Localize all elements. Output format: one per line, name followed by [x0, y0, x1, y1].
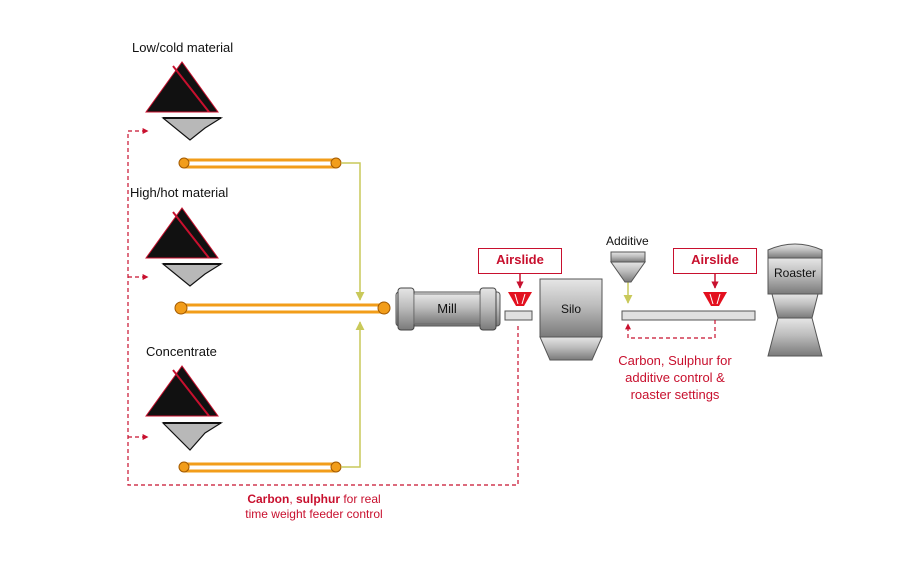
note-sulphur: sulphur	[295, 492, 340, 506]
bin-low-cold	[145, 61, 219, 113]
airslide-2-label: Airslide	[673, 248, 757, 274]
note-carbon: Carbon	[247, 492, 290, 506]
label-silo: Silo	[560, 302, 581, 316]
note-for-real: for real	[339, 492, 381, 506]
right-note-line1: Carbon, Sulphur for	[618, 353, 732, 368]
label-additive: Additive	[606, 234, 649, 248]
conveyor-low-cold	[178, 157, 342, 169]
roaster	[767, 243, 823, 357]
feeder-control-note: Carbon, sulphur for real time weight fee…	[226, 492, 402, 522]
flow-lines	[341, 162, 633, 468]
label-roaster: Roaster	[773, 266, 817, 280]
label-concentrate: Concentrate	[146, 344, 217, 359]
label-mill: Mill	[437, 301, 457, 316]
additive-control-note: Carbon, Sulphur for additive control & r…	[600, 352, 750, 403]
airslide-2-unit	[703, 272, 727, 306]
bin-concentrate	[145, 365, 219, 417]
label-low-cold: Low/cold material	[132, 40, 234, 55]
right-note-line3: roaster settings	[630, 387, 720, 402]
feeder-low-cold	[161, 117, 224, 141]
conveyor-concentrate	[178, 461, 342, 473]
airslide-1-label: Airslide	[478, 248, 562, 274]
airslide-1-unit	[504, 272, 533, 321]
label-high-hot: High/hot material	[130, 185, 229, 200]
airslide-bar	[621, 310, 756, 321]
feeder-high-hot	[161, 263, 224, 287]
note-line2: time weight feeder control	[245, 507, 383, 521]
note-separator: ,	[289, 492, 296, 506]
mill	[395, 287, 501, 331]
additive-hopper	[610, 251, 646, 283]
right-note-line2: additive control &	[625, 370, 725, 385]
feedback-loop-feeders	[127, 128, 519, 486]
conveyor-main	[174, 301, 391, 315]
bin-high-hot	[145, 207, 219, 259]
feeder-concentrate	[161, 422, 224, 451]
silo	[539, 278, 603, 361]
feedback-loop-additive	[625, 320, 716, 339]
